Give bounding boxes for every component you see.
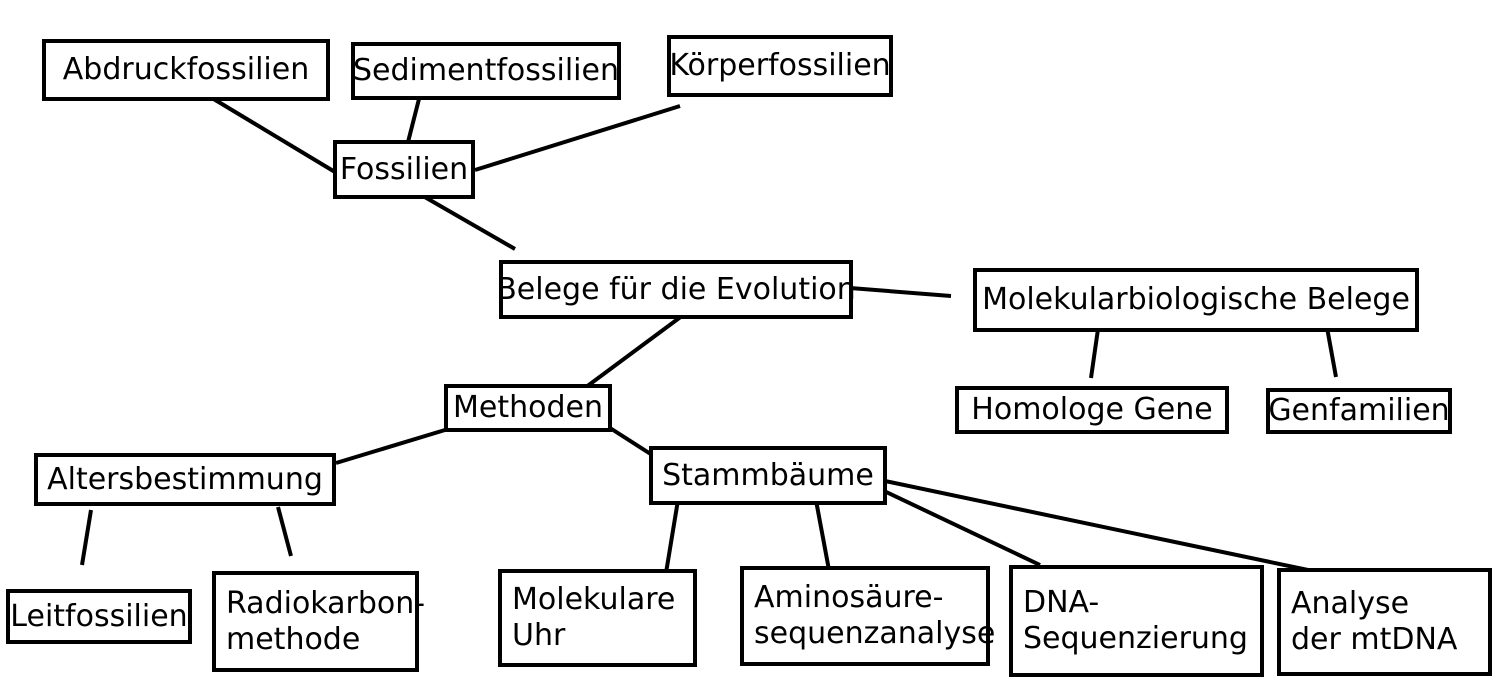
edge-belege-methoden bbox=[576, 308, 692, 395]
node-radiokarbonmethode-line-2: methode bbox=[226, 621, 361, 657]
node-molekulare-uhr-line-1: Molekulare bbox=[512, 582, 676, 617]
edge-methoden-altersbestimmung bbox=[335, 428, 446, 465]
node-sedimentfossilien: Sedimentfossilien bbox=[351, 42, 621, 100]
edge-fossilien-koerperfossilien bbox=[474, 104, 681, 172]
node-molekularbiologische-belege: Molekularbiologische Belege bbox=[973, 268, 1419, 332]
node-radiokarbonmethode: Radiokarbon- methode bbox=[212, 571, 425, 672]
edge-stammbaeume-dna bbox=[881, 488, 1041, 567]
edge-stammbaeume-aminosaeure bbox=[813, 494, 831, 571]
node-stammbaeume: Stammbäume bbox=[649, 446, 887, 505]
node-molekulare-uhr: Molekulare Uhr bbox=[498, 569, 697, 667]
node-methoden: Methoden bbox=[444, 384, 612, 432]
node-homologe-gene: Homologe Gene bbox=[955, 386, 1229, 434]
edge-fossilien-abdruckfossilien bbox=[210, 96, 337, 174]
node-dna-line-2: Sequenzierung bbox=[1023, 621, 1248, 656]
node-mtdna-line-1: Analyse bbox=[1291, 586, 1410, 621]
node-aminosaeure-line-1: Aminosäure- bbox=[754, 580, 944, 615]
edge-belege-molekularbiologische-belege bbox=[849, 286, 952, 298]
edge-stammbaeume-mtdna bbox=[884, 479, 1309, 572]
node-genfamilien: Genfamilien bbox=[1266, 388, 1452, 434]
node-dna-line-1: DNA- bbox=[1023, 585, 1100, 620]
edge-altersbestimmung-leitfossilien bbox=[80, 509, 93, 566]
node-belege-fuer-die-evolution: Belege für die Evolution bbox=[496, 260, 856, 319]
edge-fossilien-sedimentfossilien bbox=[405, 94, 422, 147]
edge-stammbaeume-molekulare-uhr bbox=[664, 499, 680, 574]
node-analyse-der-mtdna: Analyse der mtDNA bbox=[1277, 568, 1492, 676]
node-dna-sequenzierung: DNA- Sequenzierung bbox=[1009, 565, 1264, 677]
edge-belege-fossilien bbox=[422, 194, 516, 251]
node-abdruckfossilien: Abdruckfossilien bbox=[42, 39, 330, 101]
node-koerperfossilien: Körperfossilien bbox=[667, 35, 893, 97]
node-leitfossilien: Leitfossilien bbox=[6, 589, 192, 644]
node-aminosaeure-line-2: sequenzanalyse bbox=[754, 616, 996, 651]
node-molekulare-uhr-line-2: Uhr bbox=[512, 618, 566, 653]
node-fossilien: Fossilien bbox=[333, 140, 475, 199]
node-aminosaeuresequenzanalyse: Aminosäure- sequenzanalyse bbox=[740, 566, 995, 666]
edge-altersbestimmung-radiokarbon bbox=[276, 506, 293, 557]
node-radiokarbonmethode-line-1: Radiokarbon- bbox=[226, 585, 426, 621]
node-altersbestimmung: Altersbestimmung bbox=[34, 453, 336, 506]
node-mtdna-line-2: der mtDNA bbox=[1291, 622, 1458, 657]
